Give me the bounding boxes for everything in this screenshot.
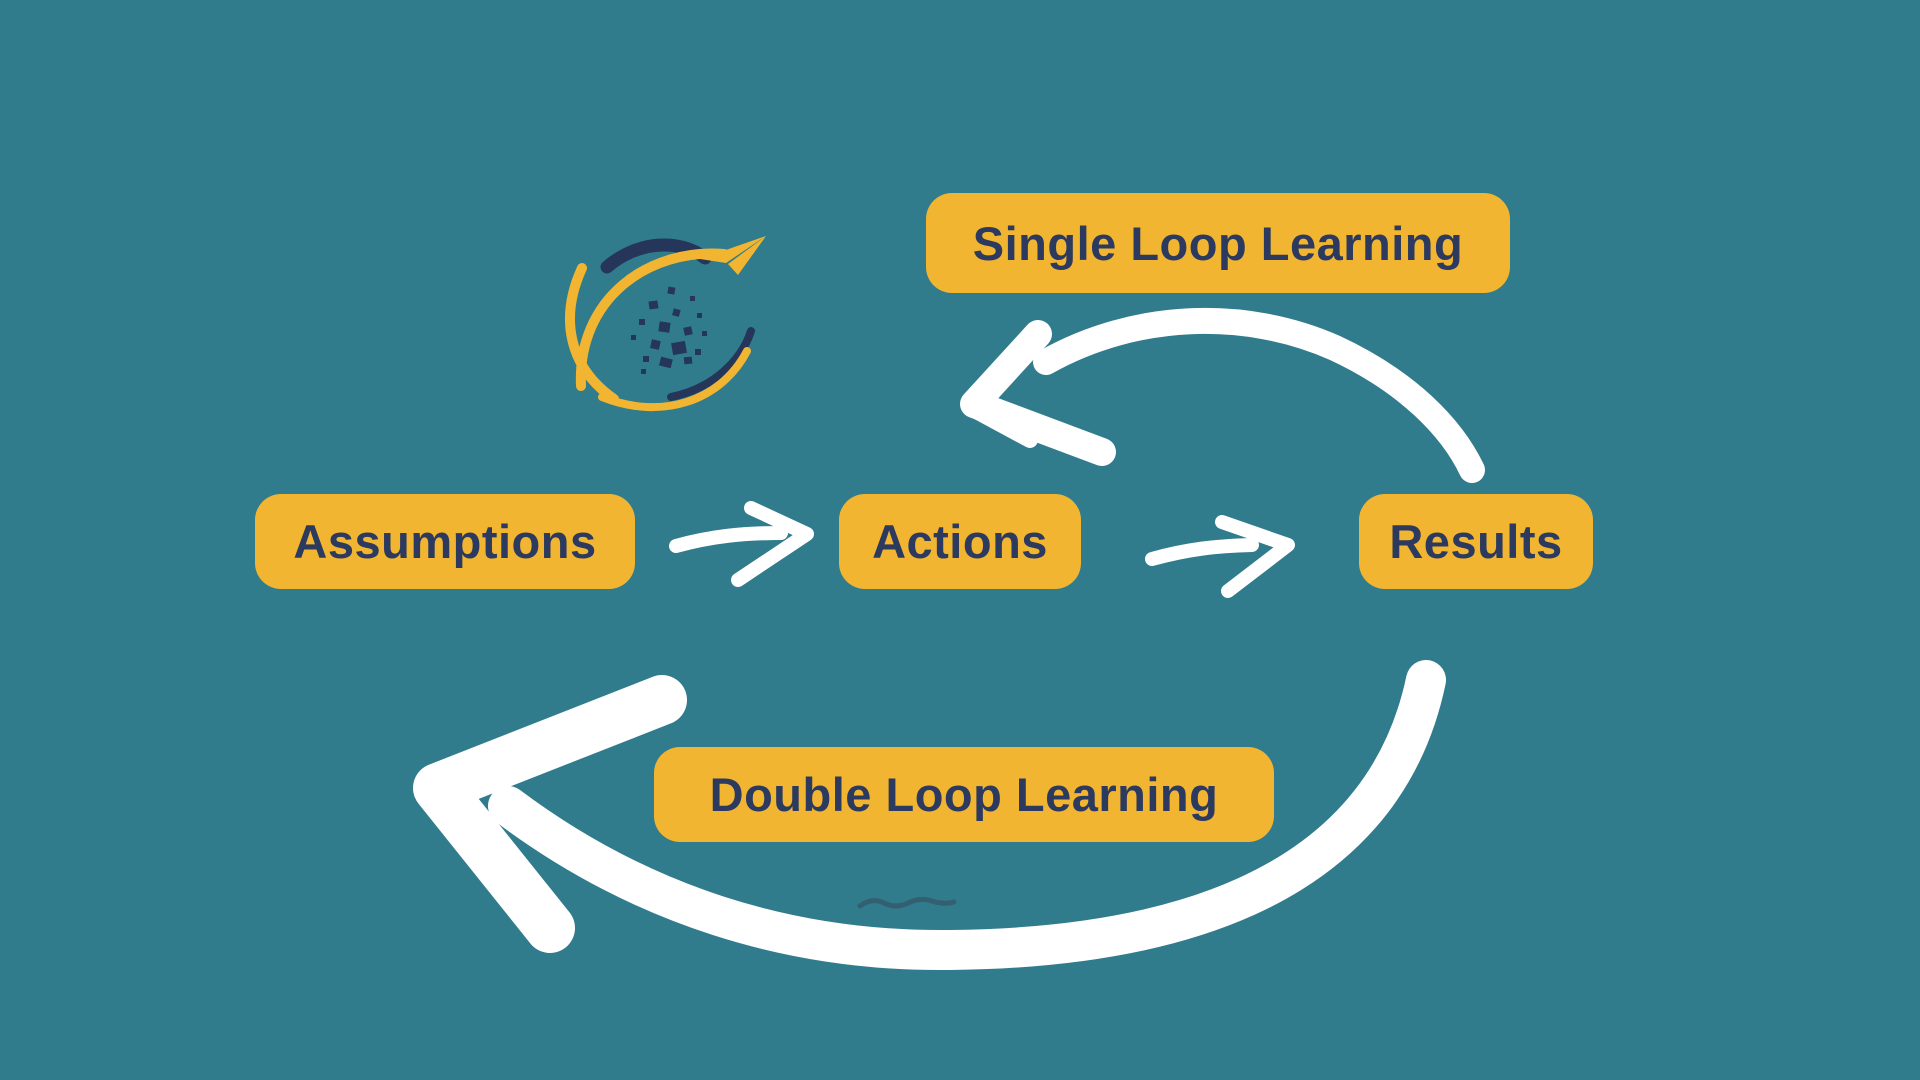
node-assumptions: Assumptions [255,494,635,589]
node-actions: Actions [839,494,1081,589]
flow-arrow-assumptions-actions [669,501,814,587]
label-single-loop-learning: Single Loop Learning [926,193,1510,293]
label-double-loop-learning: Double Loop Learning [654,747,1274,842]
flow-arrow-actions-results [1145,515,1295,598]
node-results: Results [1359,494,1593,589]
brand-logo-icon [565,236,766,412]
single-loop-arrow [960,307,1485,483]
